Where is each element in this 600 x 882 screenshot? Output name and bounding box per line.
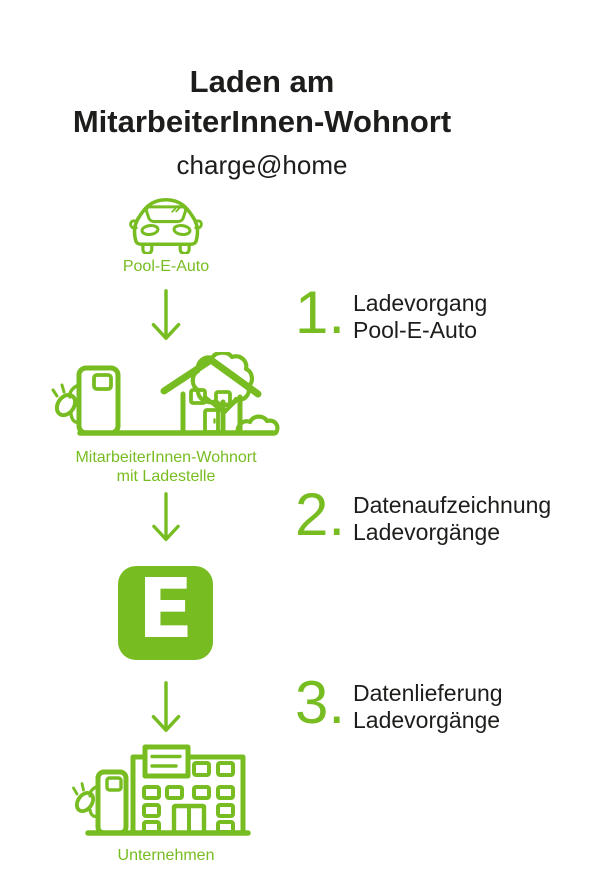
energy-provider-logo: E — [118, 566, 213, 660]
down-arrow-icon — [152, 492, 180, 542]
house-with-charging-station-icon — [51, 352, 280, 436]
page-title: Laden am MitarbeiterInnen-Wohnort — [0, 62, 524, 142]
energy-logo-letter: E — [137, 562, 194, 657]
step-1-number: 1. — [295, 279, 346, 346]
home-label-line1: MitarbeiterInnen-Wohnort — [75, 449, 257, 466]
down-arrow-icon — [151, 289, 181, 340]
step-2-text: Datenaufzeichnung Ladevorgänge — [353, 489, 551, 546]
electric-car-icon — [129, 198, 203, 254]
car-label: Pool-E-Auto — [122, 258, 210, 275]
step-3: 3. Datenlieferung Ladevorgänge — [295, 669, 503, 736]
step-3-line1: Datenlieferung — [353, 680, 503, 706]
step-1-line1: Ladevorgang — [353, 290, 488, 316]
home-label: MitarbeiterInnen-Wohnort mit Ladestelle — [16, 448, 316, 486]
step-3-text: Datenlieferung Ladevorgänge — [353, 677, 503, 734]
step-1: 1. Ladevorgang Pool-E-Auto — [295, 279, 487, 346]
step-3-number: 3. — [295, 669, 346, 736]
step-3-line2: Ladevorgänge — [353, 707, 501, 733]
step-1-text: Ladevorgang Pool-E-Auto — [353, 287, 487, 344]
home-label-line2: mit Ladestelle — [116, 468, 216, 485]
step-1-line2: Pool-E-Auto — [353, 317, 478, 343]
step-2-number: 2. — [295, 481, 346, 548]
page-title-line2: MitarbeiterInnen-Wohnort — [72, 104, 452, 139]
page-subtitle: charge@home — [176, 150, 348, 180]
down-arrow-icon — [151, 681, 181, 732]
step-2: 2. Datenaufzeichnung Ladevorgänge — [295, 481, 551, 548]
step-2-line1: Datenaufzeichnung — [353, 492, 552, 518]
step-2-line2: Ladevorgänge — [353, 519, 501, 545]
page-title-line1: Laden am — [189, 64, 335, 99]
company-label: Unternehmen — [117, 847, 215, 864]
company-building-with-charging-station-icon — [72, 744, 251, 836]
